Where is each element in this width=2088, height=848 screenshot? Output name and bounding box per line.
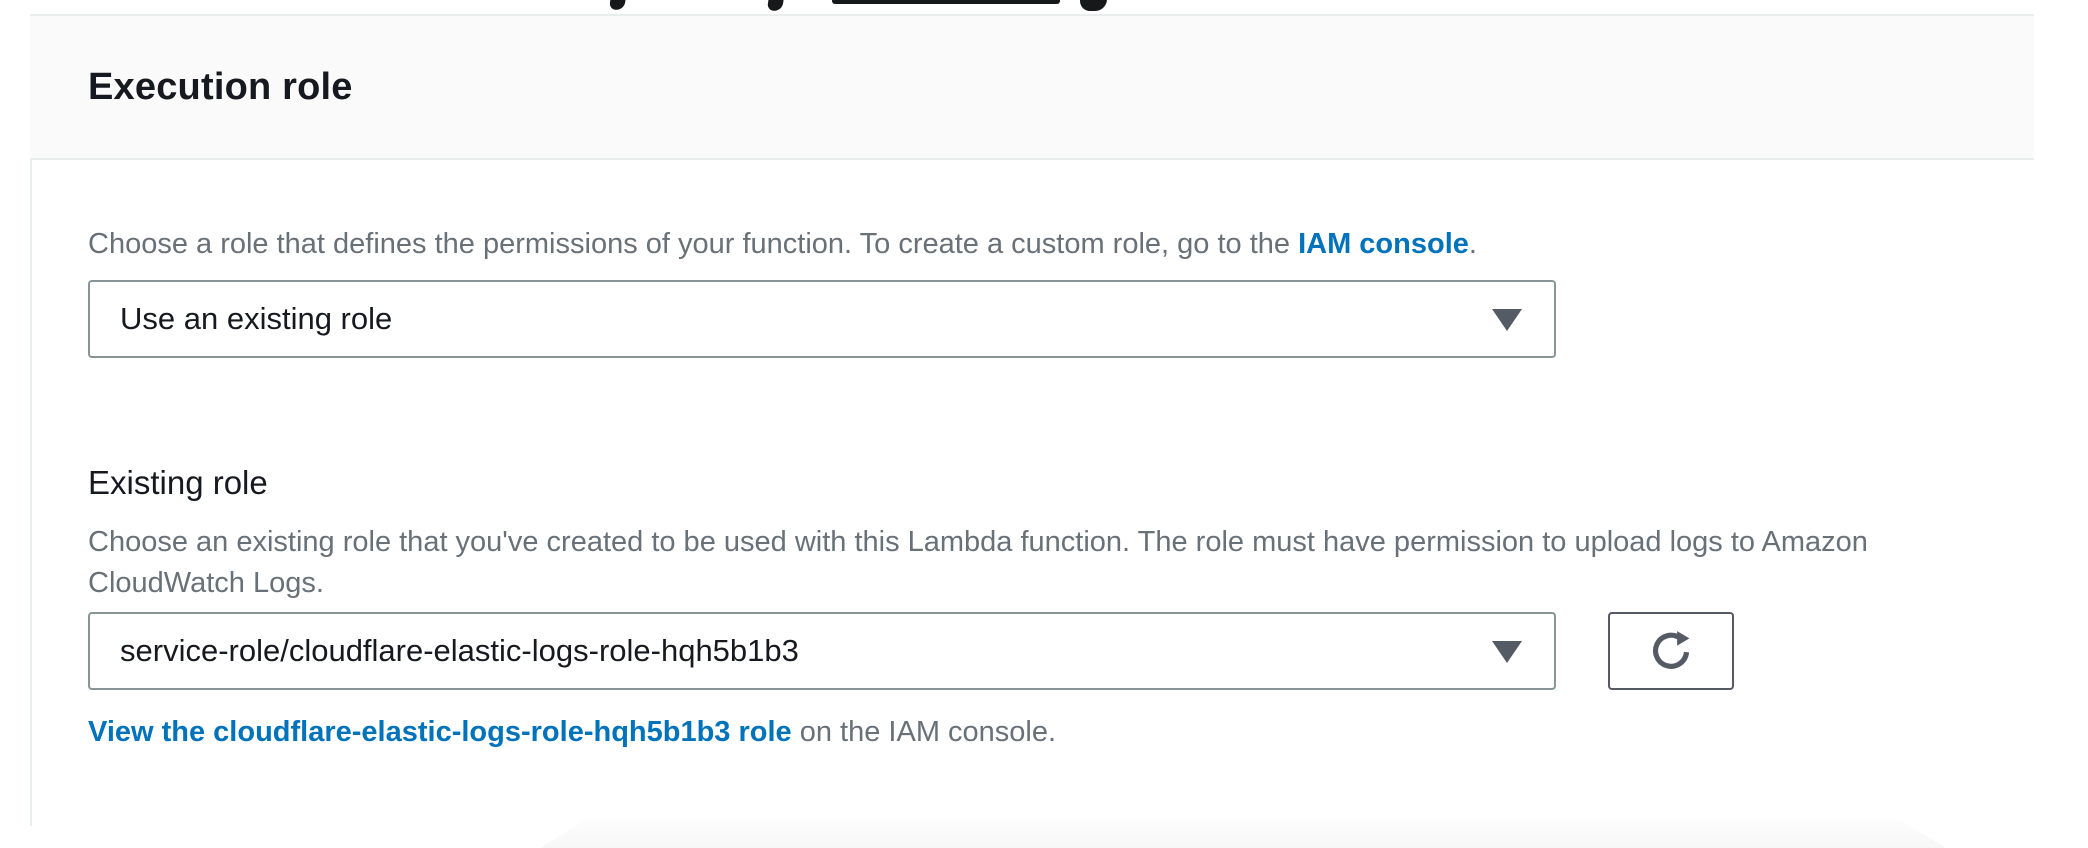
role-source-description-period: .	[1468, 228, 1477, 260]
role-source-description: Choose a role that defines the permissio…	[88, 224, 1477, 265]
clipped-text-fragment	[609, 0, 626, 11]
caret-down-icon	[1492, 641, 1522, 663]
clipped-text-fragment	[1080, 0, 1107, 11]
clipped-text-fragment	[832, 0, 1060, 4]
existing-role-selected-value: service-role/cloudflare-elastic-logs-rol…	[120, 633, 799, 668]
existing-role-hint: Choose an existing role that you've crea…	[88, 526, 1868, 599]
caret-down-icon	[1492, 309, 1522, 331]
existing-role-label: Existing role	[88, 464, 268, 501]
refresh-roles-button[interactable]	[1608, 612, 1734, 690]
view-role-link[interactable]: View the cloudflare-elastic-logs-role-hq…	[88, 716, 792, 748]
clipped-text-fragment	[767, 0, 784, 12]
panel-left-border	[30, 14, 32, 826]
existing-role-select[interactable]: service-role/cloudflare-elastic-logs-rol…	[88, 612, 1556, 690]
next-panel-edge	[540, 820, 1946, 848]
section-title: Execution role	[88, 65, 353, 108]
role-source-description-text: Choose a role that defines the permissio…	[88, 228, 1299, 260]
role-source-select[interactable]: Use an existing role	[88, 280, 1556, 358]
view-role-line: View the cloudflare-elastic-logs-role-hq…	[88, 712, 1056, 752]
execution-role-section-header: Execution role	[30, 14, 2034, 160]
role-source-selected-value: Use an existing role	[120, 301, 393, 336]
iam-console-link[interactable]: IAM console	[1298, 228, 1469, 260]
refresh-icon	[1652, 631, 1690, 669]
view-role-suffix: on the IAM console.	[791, 716, 1057, 748]
